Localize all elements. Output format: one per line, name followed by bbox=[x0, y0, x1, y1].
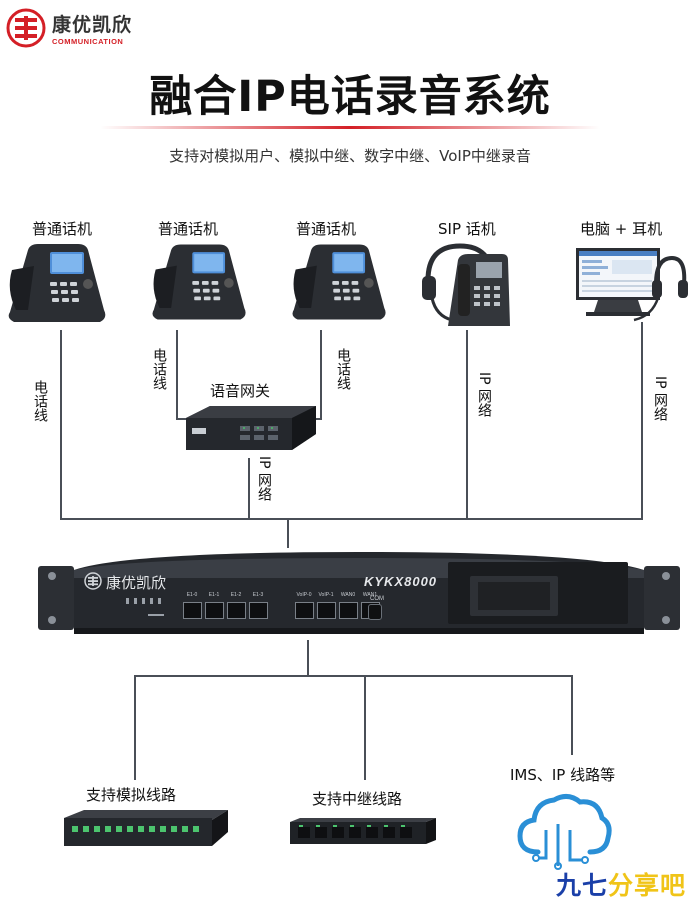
wire-top-bus bbox=[60, 518, 643, 520]
recorder-port-label: WAN0 bbox=[340, 592, 356, 598]
rj45-jack-icon bbox=[183, 602, 202, 619]
wire-trunk bbox=[364, 675, 366, 780]
recorder-port-label: E1-0 bbox=[186, 592, 198, 598]
logo-text-cn: 康优凯欣 bbox=[52, 14, 133, 36]
recorder-port: VoIP-1 bbox=[316, 592, 336, 622]
wire-gateway bbox=[248, 458, 250, 520]
recorder-status-leds-icon bbox=[126, 598, 164, 616]
label-phone-1: 普通话机 bbox=[32, 220, 93, 238]
wire-phone-3 bbox=[320, 330, 322, 420]
trunk-line-device-icon bbox=[290, 818, 436, 844]
recorder-port-label: WAN1 bbox=[362, 592, 378, 598]
caption-ims: IMS、IP 线路等 bbox=[510, 766, 616, 784]
logo-mark-icon bbox=[6, 8, 46, 48]
logo-text-en: COMMUNICATION bbox=[52, 37, 124, 46]
recorder-ports: E1-0 E1-1 E1-2 E1-3 VoIP-0 VoIP-1 WAN0 WAN1 bbox=[182, 592, 436, 622]
wire-to-recorder bbox=[287, 518, 289, 548]
rj45-jack-icon bbox=[227, 602, 246, 619]
recorder-port: E1-1 bbox=[204, 592, 224, 622]
recorder-logo-icon bbox=[84, 572, 102, 590]
recorder-port: E1-2 bbox=[226, 592, 246, 622]
recorder-port-label: E1-3 bbox=[252, 592, 264, 598]
recorder-com-port bbox=[368, 604, 382, 620]
sip-phone-headset-icon bbox=[422, 243, 510, 326]
voice-gateway-icon bbox=[186, 406, 316, 450]
desk-phone-3-icon bbox=[292, 244, 386, 320]
wire-pc bbox=[641, 322, 643, 520]
watermark-part-2: 分享吧 bbox=[608, 871, 687, 900]
watermark-part-1: 九七 bbox=[556, 871, 609, 900]
recorder-com-label: COM bbox=[370, 596, 384, 602]
rj45-jack-icon bbox=[317, 602, 336, 619]
link-label-pc: IP 网络 bbox=[652, 376, 668, 422]
link-label-phone-3: 电话线 bbox=[335, 348, 351, 390]
rj45-jack-icon bbox=[295, 602, 314, 619]
title-divider bbox=[100, 126, 600, 129]
wire-phone-2 bbox=[176, 330, 178, 420]
wire-phone-2-h bbox=[176, 418, 190, 420]
recorder-port: E1-0 bbox=[182, 592, 202, 622]
logo: 康优凯欣 COMMUNICATION bbox=[6, 8, 176, 50]
caption-analog: 支持模拟线路 bbox=[86, 786, 177, 804]
rj45-jack-icon bbox=[249, 602, 268, 619]
link-label-phone-2: 电话线 bbox=[151, 348, 167, 390]
cloud-network-icon bbox=[517, 794, 612, 870]
recorder-port-label: E1-2 bbox=[230, 592, 242, 598]
wire-sip bbox=[466, 330, 468, 520]
wire-from-recorder bbox=[307, 640, 309, 676]
label-gateway: 语音网关 bbox=[210, 382, 271, 400]
rj45-jack-icon bbox=[205, 602, 224, 619]
link-label-phone-1: 电话线 bbox=[32, 380, 48, 422]
label-phone-2: 普通话机 bbox=[158, 220, 219, 238]
recorder-device: 康优凯欣 KYKX8000 E1-0 E1-1 E1-2 E1-3 VoIP-0 VoIP… bbox=[38, 548, 680, 642]
recorder-port: VoIP-0 bbox=[294, 592, 314, 622]
recorder-model: KYKX8000 bbox=[364, 574, 438, 589]
recorder-brand: 康优凯欣 bbox=[106, 574, 167, 592]
caption-trunk: 支持中继线路 bbox=[312, 790, 403, 808]
label-sip-phone: SIP 话机 bbox=[438, 220, 496, 238]
desk-phone-1-icon bbox=[8, 244, 106, 322]
subtitle: 支持对模拟用户、模拟中继、数字中继、VoIP中继录音 bbox=[169, 147, 531, 165]
label-pc-headset: 电脑 + 耳机 bbox=[580, 220, 663, 238]
page-title: 融合IP电话录音系统 bbox=[149, 72, 551, 122]
watermark: 九七分享吧 bbox=[556, 866, 686, 902]
analog-line-device-icon bbox=[64, 810, 228, 846]
pc-headset-icon bbox=[576, 248, 688, 322]
wire-bottom-bus bbox=[134, 675, 572, 677]
recorder-port-label: E1-1 bbox=[208, 592, 220, 598]
recorder-port: WAN0 bbox=[338, 592, 358, 622]
recorder-port-group: E1-0 E1-1 E1-2 E1-3 VoIP-0 VoIP-1 WAN0 WAN1 bbox=[182, 592, 436, 622]
wire-analog bbox=[134, 675, 136, 780]
rj45-jack-icon bbox=[339, 602, 358, 619]
recorder-port-label: VoIP-1 bbox=[318, 592, 334, 598]
wire-phone-1 bbox=[60, 330, 62, 520]
recorder-port: E1-3 bbox=[248, 592, 268, 622]
label-phone-3: 普通话机 bbox=[296, 220, 357, 238]
desk-phone-2-icon bbox=[152, 244, 246, 320]
link-label-sip: IP 网络 bbox=[476, 372, 492, 418]
wire-ims bbox=[571, 675, 573, 755]
link-label-gateway: IP 网络 bbox=[256, 456, 272, 502]
recorder-port-label: VoIP-0 bbox=[296, 592, 312, 598]
